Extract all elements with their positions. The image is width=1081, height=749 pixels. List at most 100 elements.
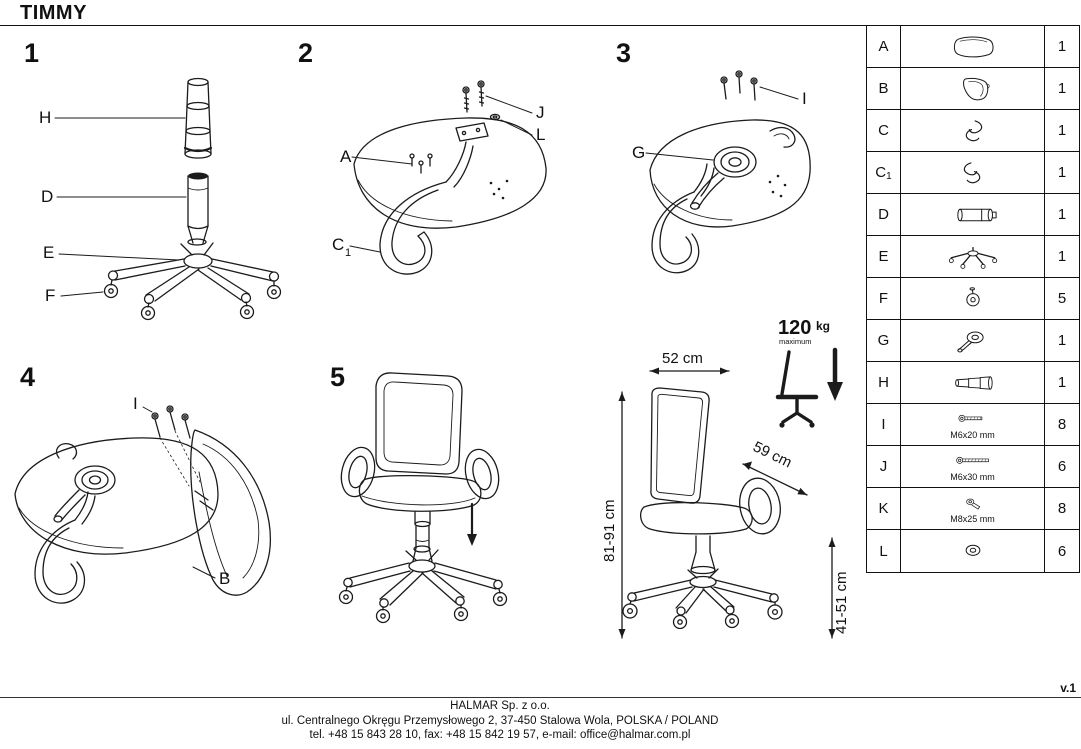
step-2-diagram: J L A C 1 [332,80,547,275]
step-5-diagram [338,372,508,624]
part-quantity: 6 [1057,458,1067,475]
part-label-c1-sub: 1 [345,247,351,259]
footer-divider [0,697,1081,698]
part-icon-cell [901,152,1045,193]
five-star-base-drawing [103,238,282,321]
part-icon-cell: M6x20 mm [901,404,1045,445]
part-icon-cell [901,110,1045,151]
part-quantity: 1 [1057,80,1067,97]
dim-height-label: 81-91 cm [601,499,618,562]
part-icon-cell [901,362,1045,403]
step-4-diagram: I B [14,394,272,604]
tilt-mechanism-drawing [689,146,757,210]
part-quantity: 1 [1057,332,1067,349]
seat-panel-drawing [14,437,219,555]
washer-icon [965,544,980,556]
dim-depth-arrow [742,461,808,496]
screw-drawing [720,70,758,101]
part-icon-cell [901,530,1045,572]
part-label-h: H [39,108,51,127]
part-quantity: 1 [1057,164,1067,181]
part-letter: E [867,236,901,277]
part-size-note: M8x25 mm [950,513,995,524]
part-icon-cell [901,26,1045,67]
step-2-number: 2 [298,38,314,68]
seat-icon [953,35,994,57]
title-divider [0,25,867,26]
tilt-mechanism-icon [956,330,984,352]
chair-side-view-drawing [622,387,783,630]
part-icon-cell [901,278,1045,319]
part-label-e: E [43,243,54,262]
part-letter: H [867,362,901,403]
dim-seat-height-arrow [828,537,836,639]
armrest-drawing [651,126,796,274]
parts-table-row: F 5 [867,278,1079,320]
dim-depth-label: 59 cm [750,438,794,471]
part-letter: C [867,110,901,151]
part-icon-cell [901,194,1045,235]
screw-drawing [462,80,485,113]
part-label-c1: C [332,235,344,254]
part-letter: G [867,320,901,361]
washer-drawing [489,113,501,121]
max-load-badge: 120 kg maximum [775,317,843,428]
tilt-mechanism-drawing [53,443,116,523]
part-label-a: A [340,147,352,166]
part-label-b: B [219,569,230,588]
footer-contact: tel. +48 15 843 28 10, fax: +48 15 842 1… [309,729,691,741]
seat-panel-drawing [353,117,547,229]
step-1-number: 1 [24,38,40,68]
armrest-mirrored-icon [918,160,1028,186]
part-letter: D [867,194,901,235]
part-quantity: 1 [1057,38,1067,55]
screw-m8x25-icon [965,498,980,509]
parts-table-row: E 1 [867,236,1079,278]
part-letter: A [867,26,901,67]
armrest-drawing [379,141,474,275]
part-label-d: D [41,187,53,206]
armrest-drawing [34,491,96,604]
part-label-i: I [802,89,807,108]
max-load-unit: kg [816,319,830,333]
backrest-icon [962,77,990,100]
part-quantity: 1 [1057,374,1067,391]
parts-table-row: I M6x20 mm 8 [867,404,1079,446]
part-icon-cell [901,68,1045,109]
dim-seat-height-label: 41-51 cm [833,571,850,634]
parts-table-row: C 1 [867,110,1079,152]
parts-table-row: A 1 [867,26,1079,68]
telescopic-cover-drawing [183,77,213,159]
version-label: v.1 [1060,681,1076,695]
part-label-f: F [45,286,55,305]
part-quantity: 5 [1057,290,1067,307]
screw-m6x30-icon [955,456,989,464]
part-letter: I [867,404,901,445]
backrest-drawing [190,429,272,596]
part-letter: J [867,446,901,487]
step-4-number: 4 [20,362,36,392]
dim-height-arrow [618,391,626,639]
screw-drawing [151,405,201,487]
caster-icon [965,286,980,306]
step-5-number: 5 [330,362,346,392]
part-quantity: 1 [1057,206,1067,223]
step-3-number: 3 [616,38,632,68]
max-load-value: 120 [778,317,811,339]
five-star-base-drawing [338,545,508,624]
dim-width-label: 52 cm [662,350,703,367]
part-icon-cell: M6x30 mm [901,446,1045,487]
part-quantity: 8 [1057,416,1067,433]
parts-table-row: D 1 [867,194,1079,236]
part-label-l: L [536,125,545,144]
part-icon-cell: M8x25 mm [901,488,1045,529]
five-star-base-icon [948,246,997,269]
assembled-chair-drawing [340,372,500,549]
part-icon-cell [901,320,1045,361]
step-3-diagram: I G [632,70,811,274]
footer: HALMAR Sp. z o.o. ul. Centralnego Okręgu… [0,699,1000,743]
parts-table-row: J M6x30 mm 6 [867,446,1079,488]
